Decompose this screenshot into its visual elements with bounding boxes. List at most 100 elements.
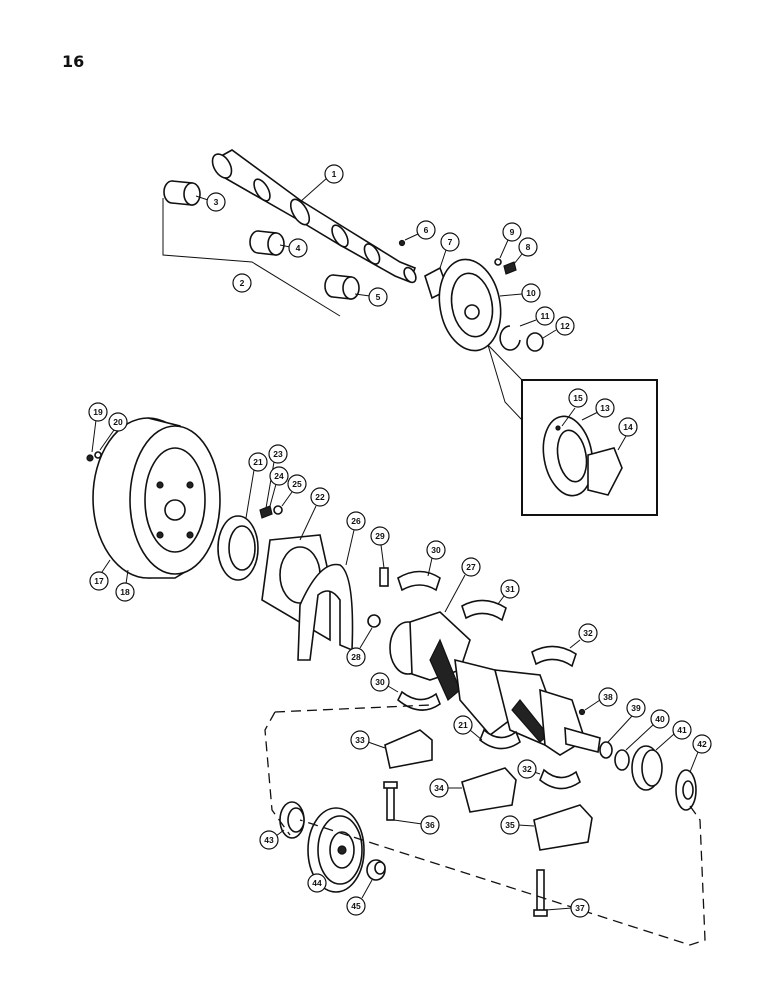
flywheel-washer	[94, 451, 102, 459]
camshaft	[211, 149, 417, 284]
svg-text:22: 22	[315, 492, 325, 502]
svg-text:30: 30	[431, 545, 441, 555]
callout-5: 5	[354, 287, 388, 307]
svg-text:21: 21	[253, 457, 263, 467]
svg-text:33: 33	[355, 735, 365, 745]
callout-2: 2	[232, 273, 252, 293]
svg-text:26: 26	[351, 516, 361, 526]
bearing-set-bracket	[162, 198, 341, 317]
svg-text:18: 18	[120, 587, 130, 597]
camshaft-bearing-rear	[324, 274, 360, 300]
dowel-pin	[379, 567, 389, 587]
rear-oil-seal	[217, 515, 259, 581]
svg-text:7: 7	[448, 237, 453, 247]
nut	[526, 332, 544, 352]
svg-text:28: 28	[351, 652, 361, 662]
svg-text:2: 2	[240, 278, 245, 288]
callout-12: 12	[542, 316, 575, 339]
lower-main-bearing-center	[479, 728, 521, 750]
camshaft-bearing-center	[249, 230, 285, 256]
callout-7: 7	[439, 232, 460, 269]
svg-text:3: 3	[214, 197, 219, 207]
main-bearing-bolt-long	[533, 869, 548, 917]
lock-washer	[494, 258, 502, 266]
svg-text:17: 17	[94, 576, 104, 586]
svg-text:8: 8	[526, 242, 531, 252]
callout-45: 45	[346, 879, 373, 916]
main-bearing-cap-center	[461, 767, 517, 813]
callout-29: 29	[370, 526, 390, 569]
callout-34: 34	[429, 778, 462, 798]
svg-text:37: 37	[575, 903, 585, 913]
callout-38: 38	[584, 687, 618, 711]
svg-text:44: 44	[312, 878, 322, 888]
svg-text:41: 41	[677, 725, 687, 735]
callout-21b: 21	[453, 715, 483, 741]
retainer-screw	[259, 505, 273, 519]
svg-text:30: 30	[375, 677, 385, 687]
callout-4: 4	[279, 238, 308, 258]
oil-slinger	[614, 749, 630, 771]
upper-main-bearing-center	[461, 599, 507, 622]
svg-text:34: 34	[434, 783, 444, 793]
main-bearing-cap-rear	[533, 804, 593, 851]
pilot-bearing	[367, 614, 381, 628]
svg-text:15: 15	[573, 393, 583, 403]
svg-text:38: 38	[603, 692, 613, 702]
inset-detail-box	[487, 344, 658, 516]
svg-text:10: 10	[526, 288, 536, 298]
svg-text:19: 19	[93, 407, 103, 417]
svg-text:12: 12	[560, 321, 570, 331]
svg-text:21: 21	[458, 720, 468, 730]
svg-text:13: 13	[600, 403, 610, 413]
svg-text:5: 5	[376, 292, 381, 302]
callout-3: 3	[195, 192, 226, 212]
flywheel-bolt	[86, 454, 94, 462]
flywheel	[92, 417, 221, 579]
callout-1: 1	[299, 164, 344, 203]
svg-text:32: 32	[583, 628, 593, 638]
woodruff-key	[398, 239, 406, 247]
callout-14: 14	[617, 417, 638, 451]
callout-42: 42	[689, 734, 712, 773]
lower-main-bearing-rear	[539, 768, 581, 790]
main-bearing-cap-front	[384, 729, 433, 769]
svg-text:27: 27	[466, 562, 476, 572]
callout-8: 8	[513, 237, 538, 265]
svg-text:39: 39	[631, 703, 641, 713]
callout-32a: 32	[569, 623, 598, 649]
svg-text:31: 31	[505, 584, 515, 594]
lower-main-bearing-front	[396, 690, 441, 711]
callout-37: 37	[545, 898, 590, 918]
callout-35: 35	[500, 815, 535, 835]
svg-text:42: 42	[697, 739, 707, 749]
callout-11: 11	[519, 306, 555, 327]
retaining-ring	[499, 325, 521, 351]
svg-text:4: 4	[296, 243, 301, 253]
callout-33: 33	[350, 730, 386, 750]
callout-36: 36	[393, 815, 440, 835]
svg-text:35: 35	[505, 820, 515, 830]
callout-17: 17	[89, 559, 111, 591]
camshaft-gear	[438, 258, 502, 352]
crankshaft-gear	[631, 745, 663, 791]
svg-text:11: 11	[541, 311, 550, 321]
callout-30b: 30	[370, 672, 399, 693]
upper-main-bearing-front	[397, 570, 441, 592]
page-number: 16	[62, 52, 85, 71]
callout-21a: 21	[245, 452, 268, 519]
callout-41: 41	[655, 720, 692, 751]
callout-30a: 30	[426, 540, 446, 577]
svg-text:24: 24	[274, 471, 284, 481]
svg-text:6: 6	[424, 225, 429, 235]
callout-25: 25	[281, 474, 307, 507]
callout-44: 44	[307, 873, 327, 893]
svg-text:45: 45	[351, 901, 361, 911]
svg-text:43: 43	[264, 835, 274, 845]
retainer-gasket	[297, 563, 354, 661]
callout-9: 9	[499, 222, 522, 259]
callout-28: 28	[346, 627, 373, 667]
callout-13: 13	[581, 398, 615, 421]
gear-key	[578, 708, 586, 716]
